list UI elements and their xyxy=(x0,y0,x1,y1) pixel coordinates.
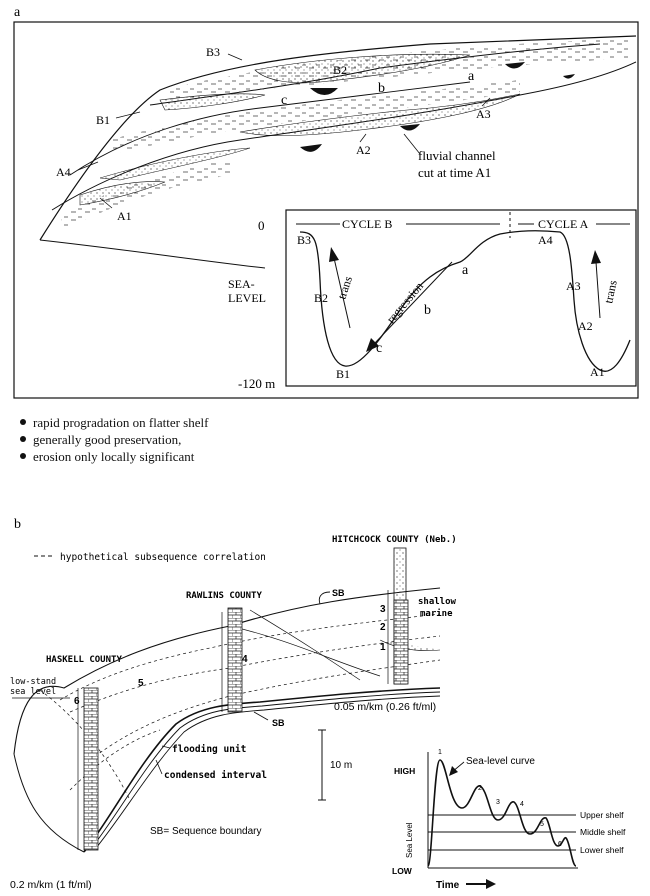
inset-upper-shelf: Upper shelf xyxy=(580,810,624,820)
county-haskell: HASKELL COUNTY xyxy=(46,655,122,665)
bullet-dot-icon xyxy=(20,436,26,442)
inset-label-b2: B2 xyxy=(314,291,328,305)
inset-label-b3: B3 xyxy=(297,233,311,247)
sb-label-top: SB xyxy=(332,588,345,598)
scale-label: 10 m xyxy=(330,760,352,771)
panel-a-unit-labels: B3 B2 B1 A4 A3 A2 A1 a b c fluvial chann… xyxy=(56,45,496,223)
number-6: 6 xyxy=(74,696,80,707)
inset-label-a2: A2 xyxy=(578,319,593,333)
county-hitchcock: HITCHCOCK COUNTY (Neb.) xyxy=(332,535,457,545)
unit-label-b: b xyxy=(378,81,385,96)
bullet-item: rapid progradation on flatter shelf xyxy=(20,414,208,431)
shallow-marine-1: shallow xyxy=(418,597,457,607)
unit-label-b3: B3 xyxy=(206,45,220,59)
inset-curve-title: Sea-level curve xyxy=(466,756,535,767)
inset-label-a4: A4 xyxy=(538,233,553,247)
number-4: 4 xyxy=(242,654,248,665)
bullet-dot-icon xyxy=(20,419,26,425)
inset-x-axis: Time xyxy=(436,880,460,891)
peak-2: 2 xyxy=(478,785,482,792)
inset-zero-label: 0 xyxy=(258,218,265,233)
panel-a-frame xyxy=(13,21,639,399)
bullet-dot-icon xyxy=(20,453,26,459)
panel-a-inset: 0 -120 m SEA- LEVEL CYCLE B CYCLE A B3 B… xyxy=(228,209,637,391)
inset-label-a: a xyxy=(462,263,469,278)
flooding-unit: flooding unit xyxy=(172,744,246,755)
inset-low: LOW xyxy=(392,866,413,876)
low-stand-2: sea level xyxy=(10,687,56,697)
inset-label-a1: A1 xyxy=(590,365,605,379)
inset-trans-a: trans xyxy=(601,279,620,305)
cycle-a-label: CYCLE A xyxy=(538,217,589,231)
peak-3: 3 xyxy=(496,799,500,806)
panel-b-inset: HIGH LOW Sea Level Upper shelf Middle sh… xyxy=(392,749,626,891)
unit-label-a4: A4 xyxy=(56,165,71,179)
unit-label-b1: B1 xyxy=(96,113,110,127)
inset-label-c: c xyxy=(376,341,382,356)
bullet-item: generally good preservation, xyxy=(20,431,208,448)
unit-label-a2: A2 xyxy=(356,143,371,157)
panel-a-bullets: rapid progradation on flatter shelf gene… xyxy=(20,414,208,465)
inset-label-b1: B1 xyxy=(336,367,350,381)
channel-note-line2: cut at time A1 xyxy=(418,165,491,180)
inset-trans-b: trans xyxy=(335,274,356,301)
peak-5: 5 xyxy=(540,821,544,828)
inset-sea-label-2: LEVEL xyxy=(228,291,266,305)
legend-note: hypothetical subsequence correlation xyxy=(60,552,266,563)
inset-middle-shelf: Middle shelf xyxy=(580,827,626,837)
panel-b-label: b xyxy=(14,517,21,532)
inset-label-a3: A3 xyxy=(566,279,581,293)
channel-note-line1: fluvial channel xyxy=(418,148,496,163)
number-3: 3 xyxy=(380,604,386,615)
inset-high: HIGH xyxy=(394,766,415,776)
inset-bottom-label: -120 m xyxy=(238,376,275,391)
gradient-upper: 0.05 m/km (0.26 ft/ml) xyxy=(334,701,436,713)
cycle-b-label: CYCLE B xyxy=(342,217,392,231)
unit-label-b2: B2 xyxy=(333,63,347,77)
low-stand-1: low-stand xyxy=(10,677,56,687)
inset-sea-label-1: SEA- xyxy=(228,277,255,291)
inset-lower-shelf: Lower shelf xyxy=(580,845,624,855)
bullet-item: erosion only locally significant xyxy=(20,448,208,465)
sb-label-bottom: SB xyxy=(272,718,285,728)
number-5: 5 xyxy=(138,678,144,689)
panel-b-cross-section xyxy=(13,547,441,853)
unit-label-a1: A1 xyxy=(117,209,132,223)
unit-label-a3: A3 xyxy=(476,107,491,121)
shallow-marine-2: marine xyxy=(420,608,453,619)
unit-label-a: a xyxy=(468,69,475,84)
panel-a-label: a xyxy=(14,5,21,20)
inset-y-axis: Sea Level xyxy=(405,822,414,858)
number-2: 2 xyxy=(380,622,386,633)
inset-label-b: b xyxy=(424,303,431,318)
county-rawlins: RAWLINS COUNTY xyxy=(186,591,262,601)
panel-b-labels: SB SB shallow marine low-stand sea level… xyxy=(10,588,457,891)
sb-definition: SB= Sequence boundary xyxy=(150,826,261,837)
gradient-lower: 0.2 m/km (1 ft/ml) xyxy=(10,879,92,891)
condensed-interval: condensed interval xyxy=(164,770,267,781)
peak-4: 4 xyxy=(520,801,524,808)
peak-6: 6 xyxy=(558,841,562,848)
unit-label-c: c xyxy=(281,93,287,108)
number-1: 1 xyxy=(380,642,386,653)
peak-1: 1 xyxy=(438,749,442,756)
